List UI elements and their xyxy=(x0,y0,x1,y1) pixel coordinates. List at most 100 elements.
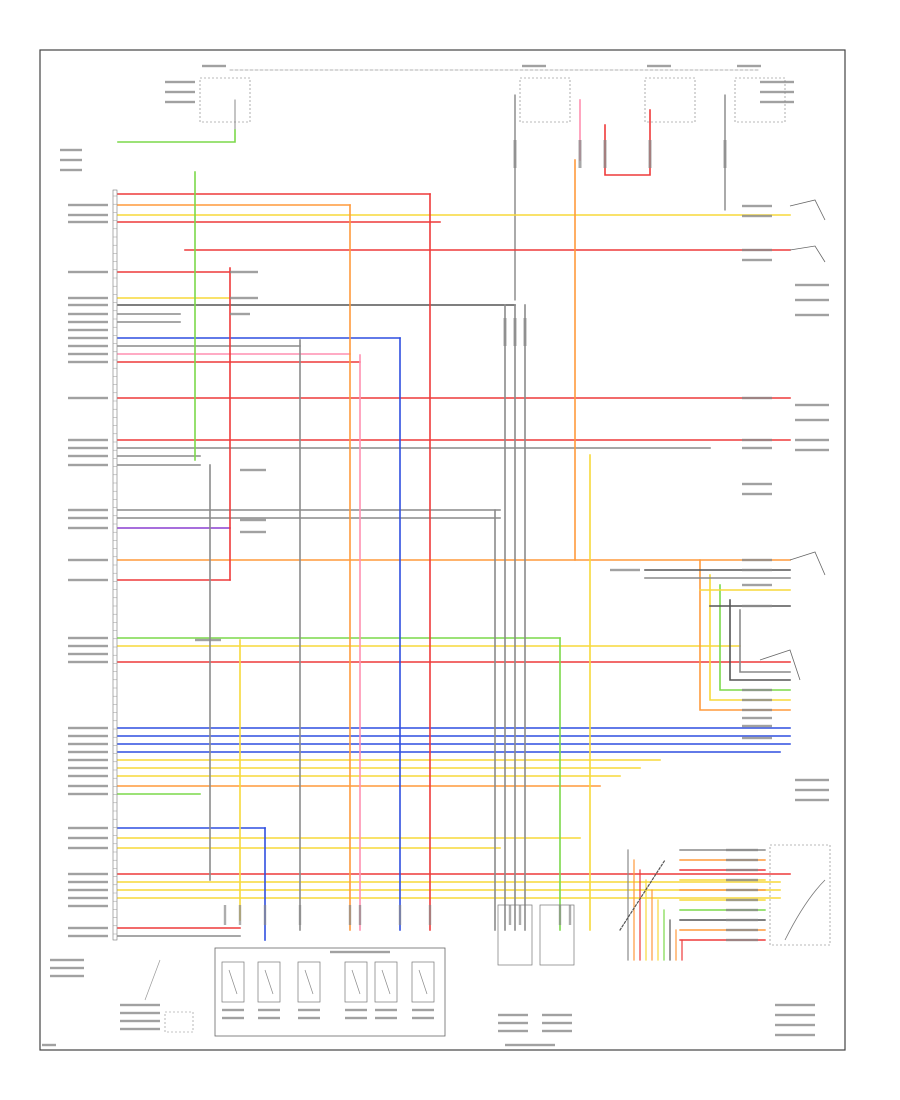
fuse-box-label xyxy=(522,64,546,68)
pin-name-label xyxy=(68,726,108,730)
pin-name-label xyxy=(68,734,108,738)
pin-name-label xyxy=(68,644,108,648)
drop-wire-label xyxy=(568,905,572,925)
lower-left-label xyxy=(120,1027,160,1031)
selector-wire-label xyxy=(726,868,758,872)
wire-layer xyxy=(117,69,791,961)
pin-name-label xyxy=(68,526,108,530)
wire-color-label xyxy=(742,214,772,218)
component-layer xyxy=(112,77,831,1037)
speed-sensor-a xyxy=(497,904,533,966)
wire-color-label xyxy=(742,492,772,496)
drop-wire-label xyxy=(398,905,402,925)
pin-name-label xyxy=(68,896,108,900)
solenoid-label xyxy=(412,1016,434,1020)
pin-name-label xyxy=(68,508,108,512)
wire-color-label xyxy=(742,558,772,562)
solenoid-coil xyxy=(351,969,361,995)
sensor-label xyxy=(498,1029,528,1033)
power-label xyxy=(165,80,195,84)
fuse-box-label xyxy=(202,64,226,68)
block-header-label xyxy=(330,950,390,954)
switch-symbol xyxy=(759,649,801,681)
solenoid-label xyxy=(298,1016,320,1020)
pin-name-label xyxy=(68,312,108,316)
sensor-label xyxy=(505,1043,555,1047)
ground-lead xyxy=(144,959,161,1001)
selector-wire-label xyxy=(726,938,758,942)
ignition-label xyxy=(60,158,82,162)
selector-label xyxy=(775,1033,815,1037)
solenoid-label xyxy=(375,1016,397,1020)
sensor-label xyxy=(498,1013,528,1017)
solenoid-c xyxy=(297,961,321,1003)
wire-color-label xyxy=(742,724,772,728)
vertical-wire-label xyxy=(523,318,527,346)
fuse-box-label xyxy=(737,64,761,68)
solenoid-d xyxy=(344,961,368,1003)
component-label xyxy=(795,418,829,422)
solenoid-e xyxy=(374,961,398,1003)
power-label xyxy=(165,100,195,104)
wire-color-label xyxy=(742,446,772,450)
vertical-wire-label xyxy=(723,140,727,168)
pin-name-label xyxy=(68,438,108,442)
inline-label xyxy=(195,638,221,642)
component-label xyxy=(795,313,829,317)
component-label xyxy=(795,283,829,287)
brake-switch xyxy=(164,1011,194,1033)
pin-name-label xyxy=(68,446,108,450)
wire-color-label xyxy=(742,204,772,208)
right-loop xyxy=(699,559,791,711)
sensor-label xyxy=(542,1013,572,1017)
pin-name-label xyxy=(68,766,108,770)
wire-color-label xyxy=(742,248,772,252)
pin-name-label xyxy=(68,203,108,207)
drop-wire-label xyxy=(508,905,512,925)
pin-name-label xyxy=(68,934,108,938)
wire-color-label xyxy=(742,396,772,400)
inline-label xyxy=(240,518,266,522)
pin-name-label xyxy=(68,558,108,562)
page-id-label xyxy=(42,1043,56,1047)
selector-wire-label xyxy=(726,898,758,902)
pin-name-label xyxy=(68,463,108,467)
pin-name-label xyxy=(68,742,108,746)
solenoid-label xyxy=(375,1008,397,1012)
pin-name-label xyxy=(68,872,108,876)
pin-name-label xyxy=(68,660,108,664)
switch-symbol xyxy=(789,551,826,576)
switch-symbol xyxy=(789,199,826,221)
green-feed xyxy=(117,129,236,143)
right-loop xyxy=(729,599,791,681)
pin-name-label xyxy=(68,516,108,520)
selector-wire-label xyxy=(726,888,758,892)
pin-name-label xyxy=(68,904,108,908)
component-label xyxy=(795,403,829,407)
selector-wire-label xyxy=(726,878,758,882)
solenoid-label xyxy=(258,1016,280,1020)
sensor-label xyxy=(542,1029,572,1033)
lower-left-label xyxy=(50,966,84,970)
vertical-wire-label xyxy=(578,140,582,168)
solenoid-label xyxy=(222,1008,244,1012)
switch-symbol xyxy=(789,245,826,263)
solenoid-coil xyxy=(418,969,428,995)
solenoid-block xyxy=(214,947,446,1037)
drop-wire-label xyxy=(358,905,362,925)
pin-name-label xyxy=(68,328,108,332)
drop-wire-label xyxy=(428,905,432,925)
selector-wire-label xyxy=(726,928,758,932)
vertical-wire-label xyxy=(603,140,607,168)
drop-wire-label xyxy=(298,905,302,925)
solenoid-b xyxy=(257,961,281,1003)
pin-name-label xyxy=(68,888,108,892)
lower-left-label xyxy=(120,1019,160,1023)
vertical-wire-label xyxy=(503,318,507,346)
top-fuse-4 xyxy=(734,77,786,123)
vertical-wire-label xyxy=(513,140,517,168)
selector-arc xyxy=(784,879,826,941)
selector-wire-label xyxy=(726,918,758,922)
pin-name-label xyxy=(68,846,108,850)
